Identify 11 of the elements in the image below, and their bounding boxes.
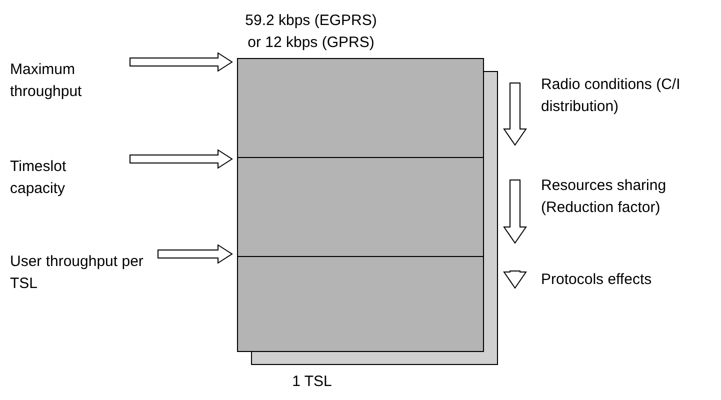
arrow — [158, 244, 233, 264]
axis-label: 1 TSL — [291, 372, 333, 392]
factor-label: Protocols effects — [541, 270, 653, 290]
text-label: User throughput per TSL — [10, 251, 152, 295]
arrow — [130, 52, 233, 72]
rate-label: 59.2 kbps (EGPRS) or 12 kbps (GPRS) — [244, 11, 378, 53]
text-label: Timeslot capacity — [10, 156, 125, 200]
text-label: Maximum throughput — [10, 59, 125, 103]
arrow — [130, 149, 233, 169]
factor-label: Radio conditions (C/I distribution) — [541, 75, 682, 117]
factor-label: Resources sharing (Reduction factor) — [541, 176, 668, 218]
